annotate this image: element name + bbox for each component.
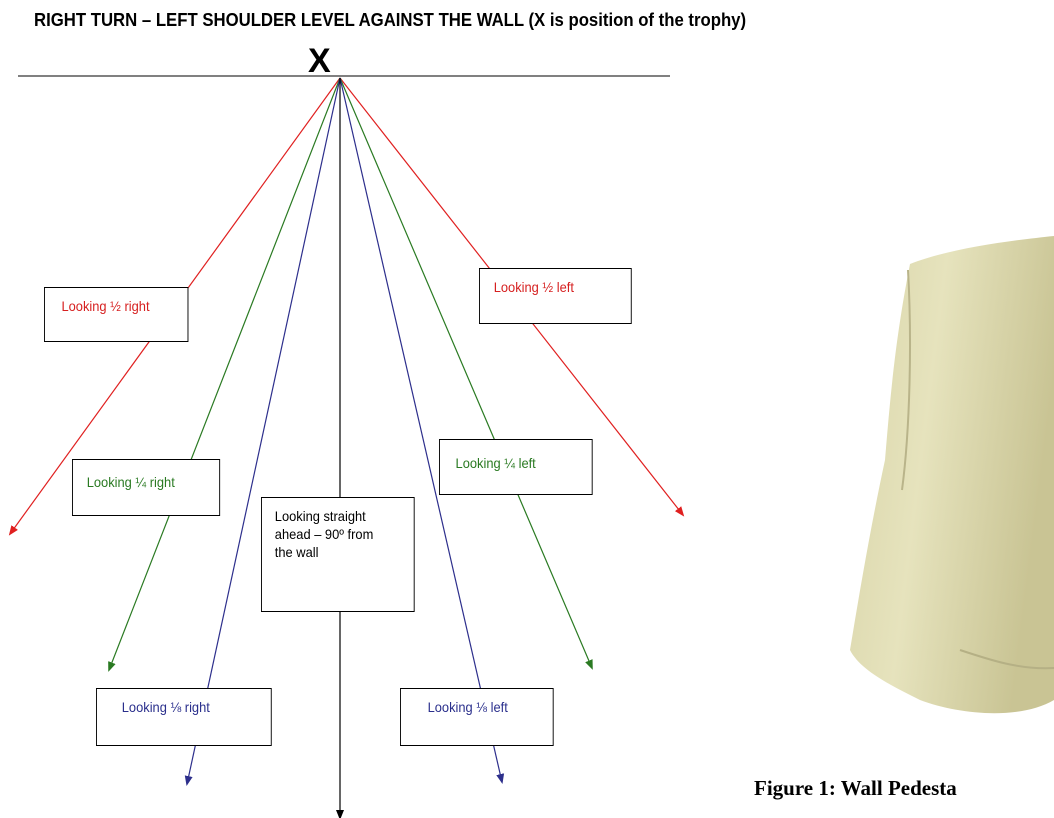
- wall-pedestal-image: [850, 236, 1054, 714]
- label-straight-ahead: Looking straight ahead – 90º from the wa…: [261, 497, 415, 612]
- label-eighth-left: Looking ⅛ left: [400, 688, 554, 746]
- label-quarter-left: Looking ¼ left: [439, 439, 593, 495]
- label-half-right: Looking ½ right: [44, 287, 189, 342]
- arrow-quarter-left: [339, 77, 593, 670]
- arrow-eighth-left: [339, 77, 505, 784]
- arrow-quarter-right: [108, 77, 341, 672]
- label-straight-line-3: the wall: [274, 544, 319, 560]
- label-straight-line-2: ahead – 90º from: [274, 526, 374, 542]
- label-half-left: Looking ½ left: [479, 268, 632, 324]
- arrow-eighth-right: [184, 77, 341, 786]
- label-eighth-right: Looking ⅛ right: [96, 688, 272, 746]
- figure-caption: Figure 1: Wall Pedesta: [754, 776, 957, 800]
- label-straight-line-1: Looking straight: [274, 508, 366, 524]
- trophy-position-marker: X: [308, 42, 331, 80]
- diagram-title: RIGHT TURN – LEFT SHOULDER LEVEL AGAINST…: [34, 10, 747, 30]
- label-quarter-right: Looking ¼ right: [72, 459, 221, 516]
